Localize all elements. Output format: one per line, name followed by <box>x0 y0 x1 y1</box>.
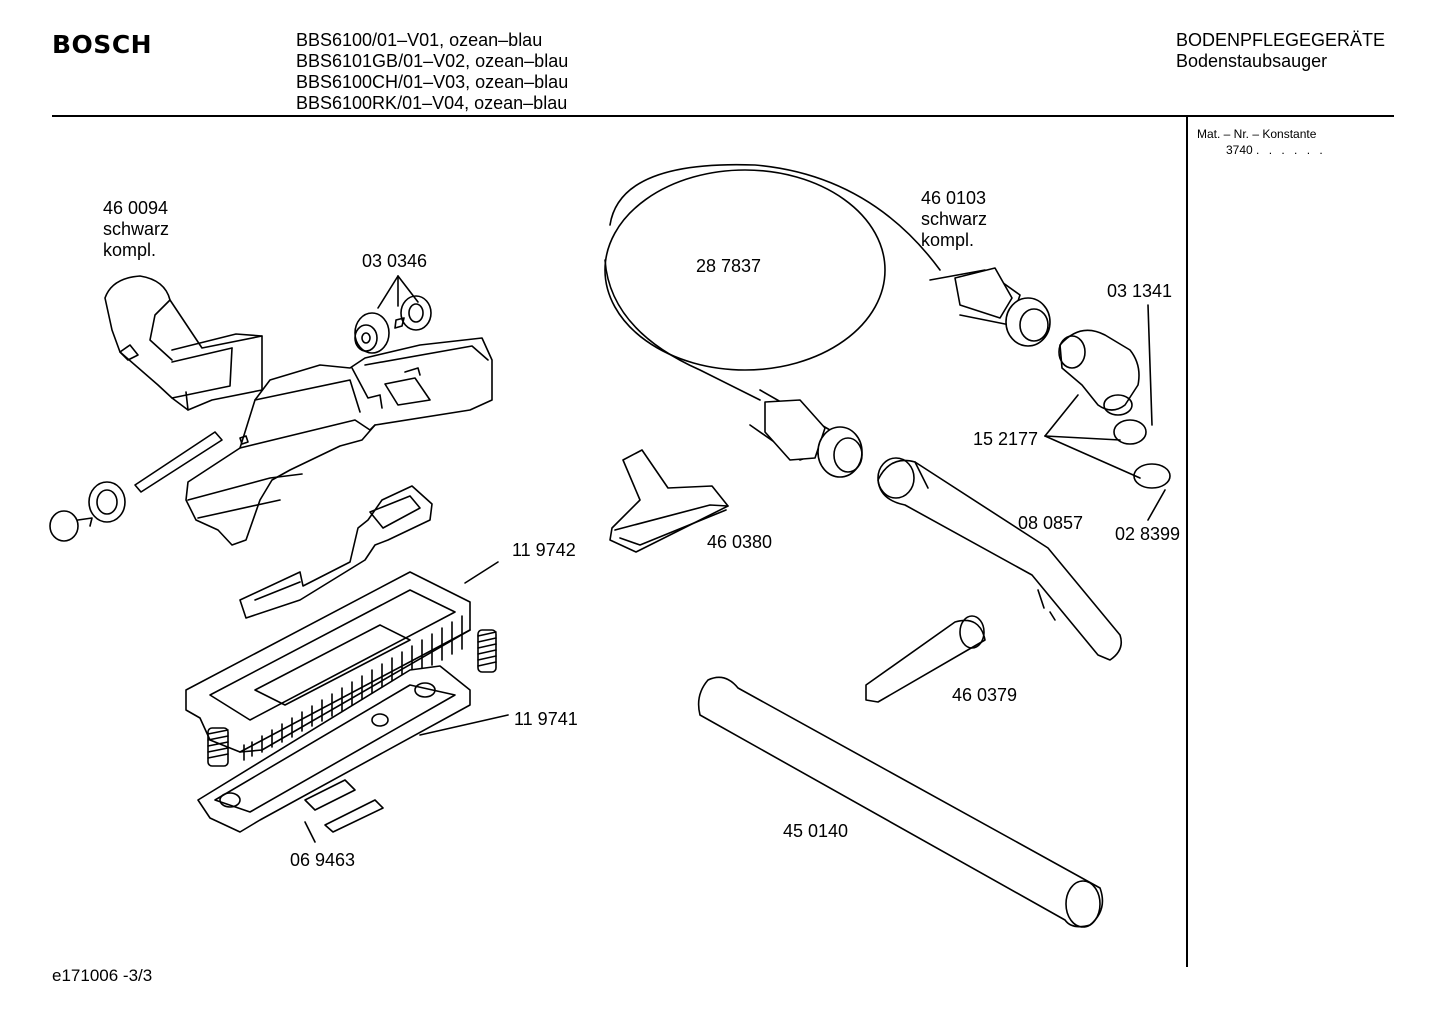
category-block: BODENPFLEGEGERÄTE Bodenstaubsauger <box>1176 30 1385 72</box>
switch-pedal-drawing <box>239 485 433 619</box>
header-divider <box>52 115 1394 117</box>
hose-drawing <box>604 163 1051 478</box>
model-line: BBS6101GB/01–V02, ozean–blau <box>296 51 569 71</box>
part-label-46-0094: 46 0094 schwarz kompl. <box>103 198 169 261</box>
material-number-dots: . . . . . . <box>1256 143 1326 157</box>
wheel-pair-drawing <box>354 275 432 354</box>
model-line: BBS6100CH/01–V03, ozean–blau <box>296 72 569 92</box>
upholstery-tool-drawing <box>609 449 729 553</box>
part-note-complete: kompl. <box>921 230 975 250</box>
material-number-label: Mat. – Nr. – Konstante <box>1197 127 1317 141</box>
part-label-06-9463: 06 9463 <box>290 850 356 870</box>
model-line: BBS6100RK/01–V04, ozean–blau <box>296 93 568 113</box>
part-label-11-9742: 11 9742 <box>512 540 576 560</box>
drawing-code: e171006 -3/3 <box>52 966 153 985</box>
category-title: BODENPFLEGEGERÄTE <box>1176 30 1386 50</box>
model-line: BBS6100/01–V01, ozean–blau <box>296 30 543 50</box>
part-number: 46 0103 <box>921 188 987 208</box>
sealing-strip-drawing <box>304 779 384 843</box>
part-number: 46 0094 <box>103 198 169 218</box>
spring-drawing <box>207 629 497 767</box>
part-label-11-9741: 11 9741 <box>514 709 578 729</box>
axle-drawing <box>49 431 223 542</box>
part-label-15-2177: 15 2177 <box>973 429 1039 449</box>
part-note-complete: kompl. <box>103 240 157 260</box>
extension-tube-drawing <box>697 676 1104 928</box>
material-number-value-row: 3740 . . . . . . <box>1197 142 1326 158</box>
part-note-color: schwarz <box>921 209 988 229</box>
side-panel-divider <box>1186 117 1188 967</box>
material-number-panel: Mat. – Nr. – Konstante 3740 . . . . . . <box>1197 126 1326 158</box>
part-label-46-0380: 46 0380 <box>707 532 773 552</box>
part-label-08-0857: 08 0857 <box>1018 513 1084 533</box>
part-label-02-8399: 02 8399 <box>1115 524 1181 544</box>
handle-tube-drawing <box>877 457 1123 661</box>
part-label-28-7837: 28 7837 <box>696 256 762 276</box>
upholstery-nozzle-drawing <box>104 275 263 411</box>
crevice-nozzle-drawing <box>865 615 986 703</box>
model-list: BBS6100/01–V01, ozean–blau BBS6101GB/01–… <box>296 30 568 114</box>
hose-elbow-drawing <box>1044 304 1171 521</box>
floor-nozzle-body-drawing <box>185 337 493 546</box>
part-label-45-0140: 45 0140 <box>783 821 849 841</box>
part-label-46-0379: 46 0379 <box>952 685 1018 705</box>
part-label-03-0346: 03 0346 <box>362 251 428 271</box>
material-number-value: 3740 <box>1226 143 1253 157</box>
sole-plate-drawing <box>197 665 509 833</box>
brand-logo: BOSCH <box>52 30 153 59</box>
brush-frame-drawing <box>185 561 499 761</box>
category-subtitle: Bodenstaubsauger <box>1176 51 1328 71</box>
part-note-color: schwarz <box>103 219 170 239</box>
part-label-03-1341: 03 1341 <box>1107 281 1173 301</box>
part-label-46-0103: 46 0103 schwarz kompl. <box>921 188 987 251</box>
